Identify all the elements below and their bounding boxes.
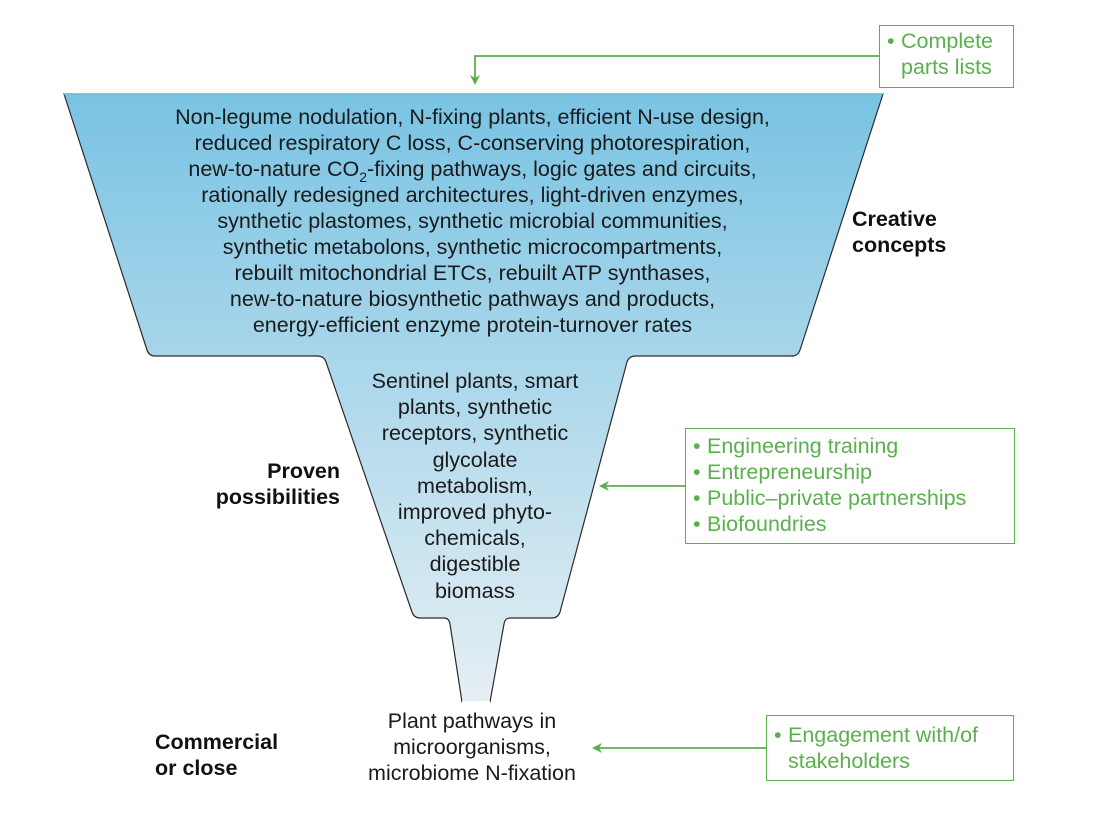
content-line: Plant pathways in: [387, 709, 557, 733]
support-item: •Entrepreneurship: [693, 460, 872, 484]
content-line: metabolism,: [417, 473, 533, 498]
commercial-content: Plant pathways in microorganisms, microb…: [330, 708, 614, 786]
content-line: rebuilt mitochondrial ETCs, rebuilt ATP …: [234, 261, 711, 285]
content-line: synthetic plastomes, synthetic microbial…: [217, 209, 728, 233]
stage-label-line: Proven: [267, 459, 340, 483]
content-line: chemicals,: [424, 526, 526, 551]
support-item-continuation: stakeholders: [788, 749, 910, 773]
bullet-icon: •: [774, 723, 782, 747]
stage-label-proven-possibilities: Proven possibilities: [190, 458, 340, 510]
support-item: •Complete: [887, 29, 994, 53]
content-line: microbiome N-fixation: [368, 761, 576, 785]
stage-label-commercial: Commercial or close: [155, 729, 278, 781]
content-line: new-to-nature biosynthetic pathways and …: [229, 287, 716, 311]
content-line: reduced respiratory C loss, C-conserving…: [194, 131, 751, 155]
bullet-icon: •: [887, 29, 895, 53]
stage-label-creative-concepts: Creative concepts: [852, 206, 946, 258]
creative-concepts-content: Non-legume nodulation, N-fixing plants, …: [100, 104, 845, 338]
stage-label-line: Creative: [852, 207, 937, 231]
content-line: plants, synthetic: [397, 395, 553, 420]
support-item: •Engagement with/of: [774, 723, 979, 747]
content-line: glycolate: [432, 447, 518, 472]
content-line: Non-legume nodulation, N-fixing plants, …: [175, 105, 770, 129]
support-box-engagement: •Engagement with/of stakeholders: [766, 715, 1014, 781]
support-item-continuation: parts lists: [901, 55, 992, 79]
stage-label-line: concepts: [852, 233, 947, 257]
content-line: receptors, synthetic: [381, 421, 569, 446]
stage-label-line: possibilities: [215, 485, 340, 509]
arrow-parts-to-top: [470, 55, 879, 85]
content-line: Sentinel plants, smart: [371, 369, 579, 393]
bullet-icon: •: [693, 434, 701, 458]
stage-label-line: or close: [155, 756, 238, 780]
support-item: •Public–private partnerships: [693, 486, 967, 510]
co2-subscript: 2: [359, 169, 368, 185]
support-item: •Engineering training: [693, 434, 899, 458]
content-line: microorganisms,: [393, 735, 551, 759]
support-item: •Biofoundries: [693, 512, 827, 536]
stage-label-line: Commercial: [155, 730, 279, 754]
support-box-parts-lists: •Complete parts lists: [879, 25, 1014, 88]
content-line: improved phyto-: [397, 500, 553, 525]
content-line: synthetic metabolons, synthetic microcom…: [222, 235, 723, 259]
proven-possibilities-content: Sentinel plants, smart plants, synthetic…: [330, 368, 620, 604]
bullet-icon: •: [693, 512, 701, 536]
content-line: biomass: [434, 578, 516, 603]
support-box-enablers: •Engineering training •Entrepreneurship …: [685, 428, 1015, 544]
bullet-icon: •: [693, 460, 701, 484]
content-line: rationally redesigned architectures, lig…: [201, 183, 744, 207]
content-line-co2: new-to-nature CO2-fixing pathways, logic…: [188, 157, 757, 185]
content-line: energy-efficient enzyme protein-turnover…: [252, 313, 693, 337]
bullet-icon: •: [693, 486, 701, 510]
content-line: digestible: [429, 552, 521, 577]
